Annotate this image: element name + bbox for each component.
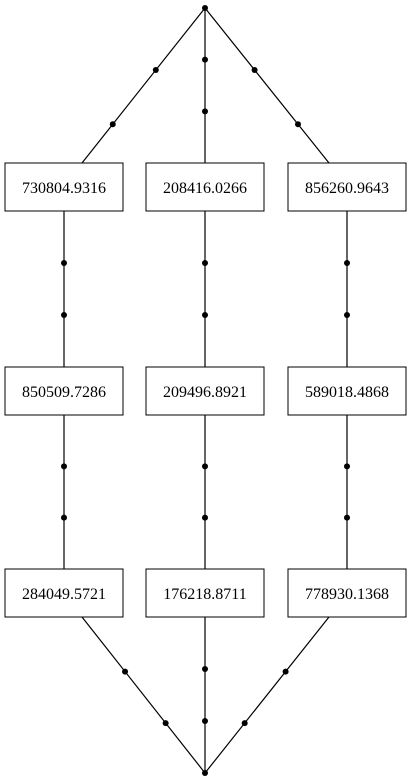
node-box	[4, 366, 124, 416]
node-box	[145, 162, 265, 212]
edge-waypoint-dot-7-1	[202, 514, 208, 521]
edge-waypoint-dot-0-0	[152, 67, 159, 73]
edge-top-n3	[204, 7, 330, 164]
node-n9: 778930.1368	[287, 568, 407, 618]
node-n3: 856260.9643	[287, 162, 407, 212]
node-box	[4, 568, 124, 618]
node-label: 850509.7286	[22, 384, 106, 401]
edge-waypoint-dot-8-1	[344, 514, 350, 521]
edge-waypoint-dot-3-1	[61, 312, 67, 318]
edge-waypoint-dot-11-1	[241, 720, 248, 727]
edge-waypoint-dot-3-0	[61, 260, 67, 266]
bottom-junction-dot	[202, 770, 208, 776]
edge-waypoint-dot-4-1	[202, 312, 208, 318]
node-n7: 284049.5721	[4, 568, 124, 618]
node-label: 730804.9316	[22, 180, 106, 197]
node-label: 209496.8921	[163, 384, 247, 401]
edge-waypoint-dot-2-1	[295, 121, 301, 128]
edge-waypoint-dot-10-1	[202, 718, 208, 724]
dots-layer	[61, 5, 350, 776]
edge-waypoint-dot-4-0	[202, 260, 208, 266]
edge-waypoint-dot-2-0	[251, 67, 258, 73]
edge-waypoint-dot-6-0	[61, 463, 67, 470]
edge-waypoint-dot-6-1	[61, 514, 67, 521]
edge-waypoint-dot-1-1	[202, 108, 208, 115]
node-label: 176218.8711	[163, 586, 246, 603]
edge-top-n1	[81, 7, 206, 164]
edge-waypoint-dot-0-1	[109, 121, 116, 128]
node-label: 589018.4868	[305, 384, 389, 401]
node-n8: 176218.8711	[145, 568, 265, 618]
top-junction-dot	[202, 5, 208, 11]
node-box	[287, 366, 407, 416]
node-box	[287, 568, 407, 618]
node-label: 778930.1368	[305, 586, 389, 603]
edge-waypoint-dot-7-0	[202, 463, 208, 470]
node-n4: 850509.7286	[4, 366, 124, 416]
edge-n9-bottom	[204, 616, 330, 774]
node-label: 284049.5721	[22, 586, 106, 603]
node-n2: 208416.0266	[145, 162, 265, 212]
edges-layer	[63, 7, 348, 774]
node-n6: 589018.4868	[287, 366, 407, 416]
node-n1: 730804.9316	[4, 162, 124, 212]
edge-n7-bottom	[81, 616, 206, 774]
node-box	[287, 162, 407, 212]
edge-waypoint-dot-5-1	[344, 312, 350, 318]
node-box	[4, 162, 124, 212]
edge-waypoint-dot-9-0	[122, 668, 129, 675]
node-label: 208416.0266	[163, 180, 247, 197]
node-box	[145, 568, 265, 618]
edge-waypoint-dot-11-0	[282, 668, 289, 675]
node-label: 856260.9643	[305, 180, 389, 197]
edge-waypoint-dot-5-0	[344, 260, 350, 266]
edge-waypoint-dot-9-1	[162, 720, 169, 727]
edge-waypoint-dot-10-0	[202, 666, 208, 672]
nodes-layer: 730804.9316 208416.0266 856260.9643 850509.…	[4, 162, 407, 618]
node-n5: 209496.8921	[145, 366, 265, 416]
edge-waypoint-dot-1-0	[202, 56, 208, 63]
edge-waypoint-dot-8-0	[344, 463, 350, 470]
node-box	[145, 366, 265, 416]
